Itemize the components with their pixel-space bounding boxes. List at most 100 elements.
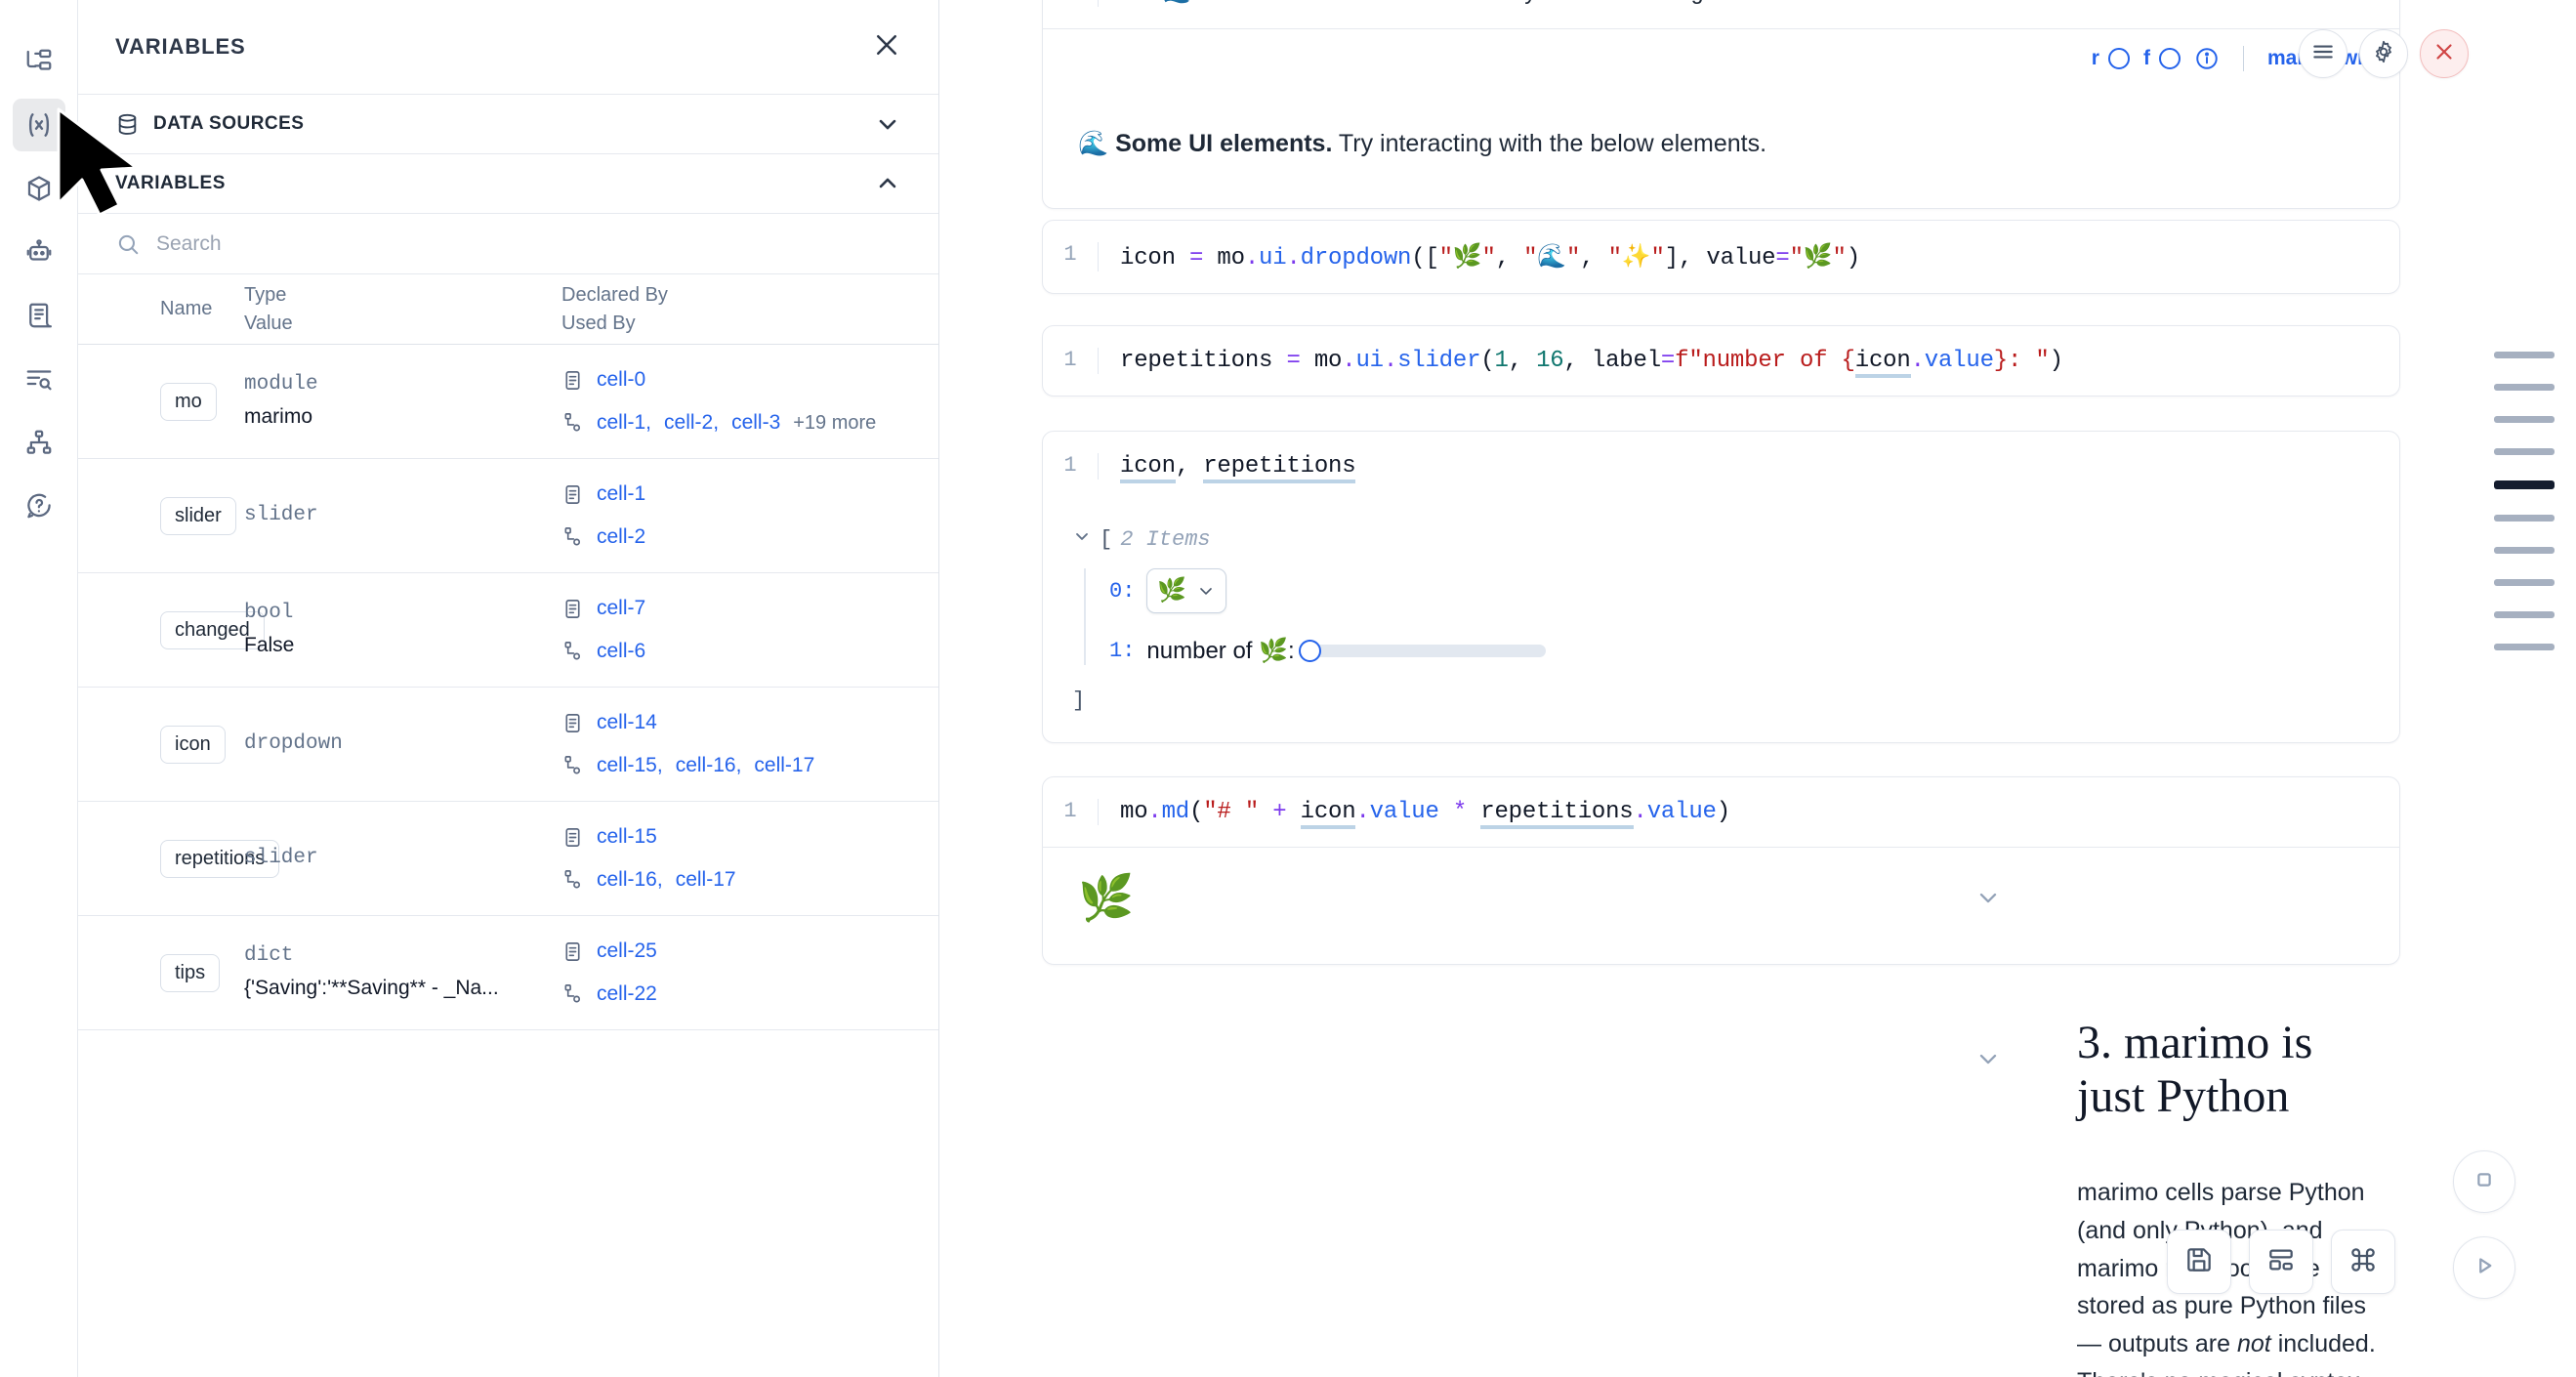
variable-name-chip[interactable]: icon bbox=[160, 725, 226, 764]
dropdown-widget[interactable]: 🌿 bbox=[1146, 568, 1227, 613]
search-input[interactable] bbox=[156, 231, 901, 256]
sidebar-item-chat[interactable] bbox=[13, 226, 65, 278]
cell-box[interactable]: 1 """🌊 Some UI elements.""" Try interact… bbox=[1042, 0, 2400, 209]
cell-declared-used: cell-7 cell-6 bbox=[561, 592, 938, 667]
code-editor-line[interactable]: 1 mo.md("# " + icon.value * repetitions.… bbox=[1043, 777, 2399, 847]
used-by-more[interactable]: +19 more bbox=[793, 411, 877, 434]
variable-value: {'Saving':'**Saving** - _Na... bbox=[244, 977, 499, 999]
minimap-bar[interactable] bbox=[2494, 644, 2555, 650]
cell-link[interactable]: cell-7 bbox=[597, 597, 646, 620]
chevron-down-icon bbox=[1196, 581, 1216, 601]
code-editor-line[interactable]: 1 icon = mo.ui.dropdown(["🌿", "🌊", "✨"],… bbox=[1043, 221, 2399, 293]
cell-link[interactable]: cell-25 bbox=[597, 939, 657, 963]
sidebar-item-dependencies[interactable] bbox=[13, 416, 65, 469]
cell-link[interactable]: cell-16, bbox=[675, 754, 742, 776]
variable-name-chip[interactable]: repetitions bbox=[160, 839, 280, 878]
list-output-header[interactable]: [ 2 Items bbox=[1072, 526, 2370, 553]
command-palette-button[interactable] bbox=[2331, 1230, 2395, 1294]
cell-link[interactable]: cell-14 bbox=[597, 711, 657, 734]
cell-link[interactable]: cell-17 bbox=[675, 868, 736, 891]
minimap-bar[interactable] bbox=[2494, 611, 2555, 618]
sidebar-item-variables[interactable] bbox=[12, 99, 65, 151]
sidebar-item-file-explorer[interactable] bbox=[13, 35, 65, 88]
sidebar-item-packages[interactable] bbox=[13, 162, 65, 215]
chevron-down-icon[interactable] bbox=[874, 110, 901, 138]
cell-link[interactable]: cell-2 bbox=[597, 525, 646, 548]
cell-link[interactable]: cell-1, bbox=[597, 411, 652, 434]
run-all-button[interactable] bbox=[2453, 1236, 2515, 1299]
variables-panel: VARIABLES DATA SOURCES VARIABLES bbox=[78, 0, 939, 1377]
cell-doc-icon bbox=[561, 598, 584, 620]
minimap-bar[interactable] bbox=[2494, 384, 2555, 391]
minimap-bar[interactable] bbox=[2494, 480, 2555, 489]
info-circle-icon[interactable] bbox=[2194, 46, 2220, 71]
cell-box[interactable]: 1 repetitions = mo.ui.slider(1, 16, labe… bbox=[1042, 325, 2400, 396]
cell-doc-icon bbox=[561, 369, 584, 392]
cell-box[interactable]: 1 icon, repetitions [ 2 Items bbox=[1042, 431, 2400, 743]
sidebar-item-scratchpad[interactable] bbox=[13, 289, 65, 342]
cell-link[interactable]: cell-3 bbox=[731, 411, 781, 434]
robot-icon bbox=[24, 237, 54, 267]
layout-button[interactable] bbox=[2249, 1230, 2313, 1294]
slider-thumb[interactable] bbox=[1298, 640, 1321, 662]
cell-box[interactable]: 1 mo.md("# " + icon.value * repetitions.… bbox=[1042, 776, 2400, 965]
minimap-bar[interactable] bbox=[2494, 515, 2555, 522]
cell-link[interactable]: cell-6 bbox=[597, 640, 646, 662]
cell-link[interactable]: cell-1 bbox=[597, 482, 646, 506]
cell-link[interactable]: cell-15, bbox=[597, 754, 663, 776]
cell-variable-name: repetitions bbox=[78, 839, 280, 878]
section-data-sources[interactable]: DATA SOURCES bbox=[78, 95, 938, 154]
variable-name-chip[interactable]: slider bbox=[160, 496, 236, 535]
sidebar-item-logs[interactable] bbox=[13, 353, 65, 405]
cell-box[interactable]: 1 icon = mo.ui.dropdown(["🌿", "🌊", "✨"],… bbox=[1042, 220, 2400, 294]
minimap-bar[interactable] bbox=[2494, 352, 2555, 358]
cell-link[interactable]: cell-2, bbox=[664, 411, 720, 434]
cell-link[interactable]: cell-16, bbox=[597, 868, 663, 891]
minimap[interactable] bbox=[2494, 352, 2555, 650]
cell-controls bbox=[2299, 29, 2469, 78]
close-panel-button[interactable] bbox=[872, 30, 901, 64]
minimap-bar[interactable] bbox=[2494, 547, 2555, 554]
collapse-cell-md-chevron[interactable] bbox=[1974, 884, 2002, 916]
cell-link[interactable]: cell-22 bbox=[597, 982, 657, 1005]
code-editor-line[interactable]: 1 """🌊 Some UI elements.""" Try interact… bbox=[1043, 0, 2399, 28]
cell-delete-button[interactable] bbox=[2420, 29, 2469, 78]
variable-name-chip[interactable]: tips bbox=[160, 953, 221, 992]
minimap-bar[interactable] bbox=[2494, 416, 2555, 423]
refs-indicator[interactable]: r bbox=[2092, 47, 2130, 70]
code-editor-line[interactable]: 1 icon, repetitions bbox=[1043, 432, 2399, 501]
interrupt-button[interactable] bbox=[2453, 1150, 2515, 1213]
cell-doc-icon bbox=[561, 712, 584, 734]
minimap-bar[interactable] bbox=[2494, 579, 2555, 586]
defs-indicator[interactable]: f bbox=[2143, 47, 2181, 70]
cell-link[interactable]: cell-15 bbox=[597, 825, 657, 849]
cell-menu-button[interactable] bbox=[2299, 29, 2347, 78]
slider-widget[interactable] bbox=[1298, 640, 1546, 662]
collapse-section-chevron[interactable] bbox=[1974, 1045, 2002, 1077]
sidebar-item-help[interactable] bbox=[13, 480, 65, 532]
cell-settings-button[interactable] bbox=[2359, 29, 2408, 78]
used-by-line: cell-6 bbox=[561, 635, 938, 668]
save-button[interactable] bbox=[2167, 1230, 2231, 1294]
cell-link[interactable]: cell-17 bbox=[754, 754, 815, 776]
chevron-up-icon[interactable] bbox=[874, 170, 901, 197]
header-value: Value bbox=[244, 312, 293, 334]
variable-name-chip[interactable]: mo bbox=[160, 382, 217, 421]
cell-declared-used: cell-0 cell-1, cell-2, cell-3 +19 more bbox=[561, 363, 938, 438]
code-editor-line[interactable]: 1 repetitions = mo.ui.slider(1, 16, labe… bbox=[1043, 326, 2399, 396]
section-variables[interactable]: VARIABLES bbox=[78, 154, 938, 214]
gutter-divider bbox=[1098, 242, 1099, 271]
variable-name-chip[interactable]: changed bbox=[160, 610, 265, 649]
chevron-down-icon[interactable] bbox=[1072, 526, 1092, 553]
declared-by-line: cell-1 bbox=[561, 478, 938, 511]
minimap-bar[interactable] bbox=[2494, 448, 2555, 455]
cell-link[interactable]: cell-0 bbox=[597, 368, 646, 392]
